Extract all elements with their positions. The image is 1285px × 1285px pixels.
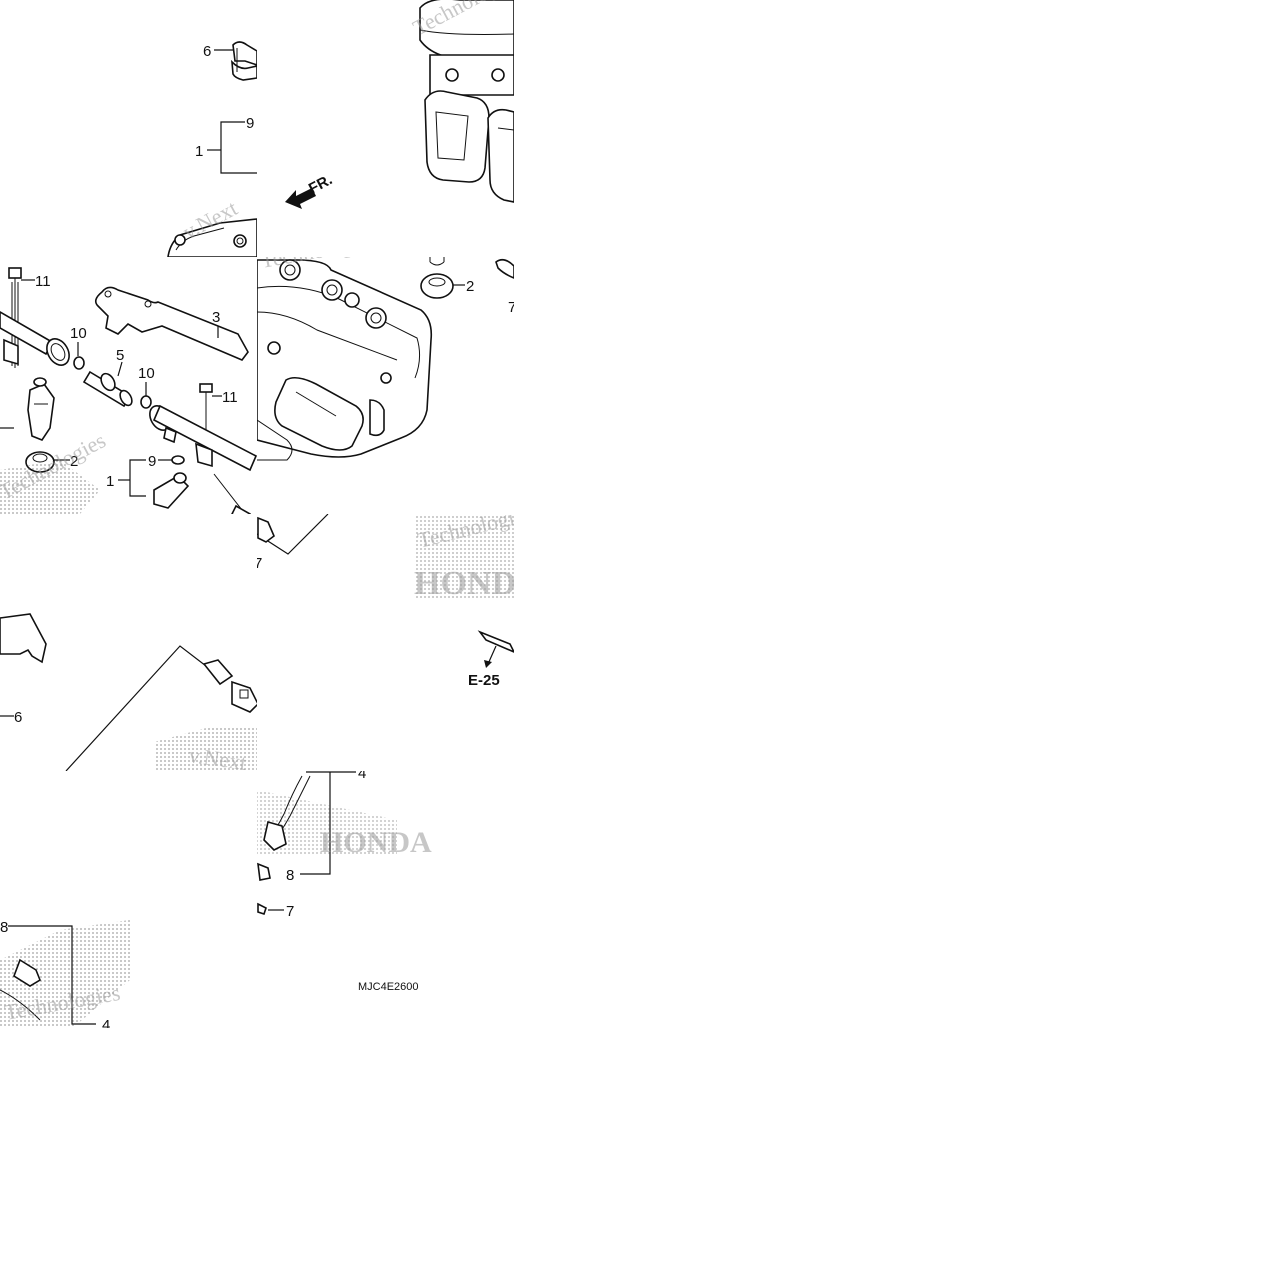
front-arrow: FR. — [285, 171, 335, 209]
clip-7-lower — [257, 516, 275, 543]
seal-ring-9 — [171, 455, 185, 465]
diagram-reference-code: MJC4E2600 — [358, 981, 419, 993]
bracket-1-9-lower — [129, 459, 146, 497]
injector-cap-2-right — [420, 257, 454, 299]
callout-8-left: 8 — [0, 919, 8, 936]
cylinder-head-edge-top — [167, 218, 257, 257]
tile-top-right: FR. Technologies — [285, 0, 514, 209]
fuel-rail-center — [149, 404, 257, 472]
callout-5: 5 — [116, 347, 124, 364]
leader-5 — [117, 361, 123, 377]
callout-10-b: 10 — [138, 365, 155, 382]
callout-1-lower: 1 — [106, 473, 114, 490]
tile-lower-center: 7 Technologies HONDA E-25 — [254, 514, 541, 689]
tile-top-left: 6 9 1 v.Next — [167, 41, 257, 257]
callout-6-lower: 6 — [14, 709, 22, 726]
gasket-end — [0, 613, 47, 664]
clip-part-6 — [231, 41, 257, 81]
callout-6: 6 — [203, 43, 211, 60]
harness-pipe-4 — [257, 775, 311, 881]
connector-8-left — [13, 958, 41, 987]
callout-9-lower: 9 — [148, 453, 156, 470]
harness-lead — [213, 473, 243, 511]
callout-11-center: 11 — [222, 389, 238, 406]
callout-4: 4 — [358, 765, 366, 782]
callout-8: 8 — [286, 867, 294, 884]
o-ring-10-a — [73, 356, 85, 370]
clip-7-bottom — [257, 902, 267, 916]
watermark-honda-2: HONDA — [320, 826, 432, 859]
connector-part — [202, 659, 257, 713]
tile-bottom-left: 8 4 Technologies — [0, 919, 130, 1034]
callout-7-lower: 7 — [254, 555, 262, 572]
callout-2-left: 2 — [70, 453, 78, 470]
tile-bottom-center: 4 8 HONDA 7 MJC4E2600 — [257, 765, 432, 993]
hatch-lower — [154, 726, 257, 771]
watermark-honda: HONDA — [414, 565, 541, 602]
bracket-1-9 — [220, 121, 257, 174]
callout-9: 9 — [246, 115, 254, 132]
tile-mid-center: 2 7 Technologies — [257, 257, 516, 461]
harness-left — [0, 989, 41, 1021]
gasket-3 — [94, 286, 249, 361]
callout-4-left: 4 — [102, 1017, 110, 1034]
callout-1: 1 — [195, 143, 203, 160]
sensor-bracket — [477, 630, 514, 653]
leader-connector — [65, 645, 207, 771]
joint-pipe-5 — [82, 370, 133, 408]
hatch-bottom-center — [257, 790, 397, 856]
hatch-honda — [414, 516, 514, 598]
hatch-left — [0, 460, 100, 514]
hatch-bottom-left — [0, 920, 130, 1028]
o-ring-10-b — [140, 395, 152, 409]
fuel-rail-left — [0, 311, 70, 366]
tile-lower-left: 6 v.Next — [0, 613, 257, 771]
callout-3: 3 — [212, 309, 220, 326]
callout-10-a: 10 — [70, 325, 87, 342]
callout-2-right: 2 — [466, 278, 474, 295]
clip-7-top — [495, 258, 514, 279]
section-reference: E-25 — [468, 672, 500, 689]
tile-mid-left: 11 10 3 5 10 11 — [0, 267, 257, 514]
callout-7-bottom: 7 — [286, 903, 294, 920]
leader-e25 — [487, 645, 497, 665]
injector-lower — [153, 472, 190, 509]
callout-7-top: 7 — [508, 299, 516, 316]
cylinder-head — [257, 259, 433, 461]
injector-left — [27, 377, 55, 441]
upper-intake-housing — [419, 0, 514, 203]
callout-11-left: 11 — [35, 273, 51, 290]
